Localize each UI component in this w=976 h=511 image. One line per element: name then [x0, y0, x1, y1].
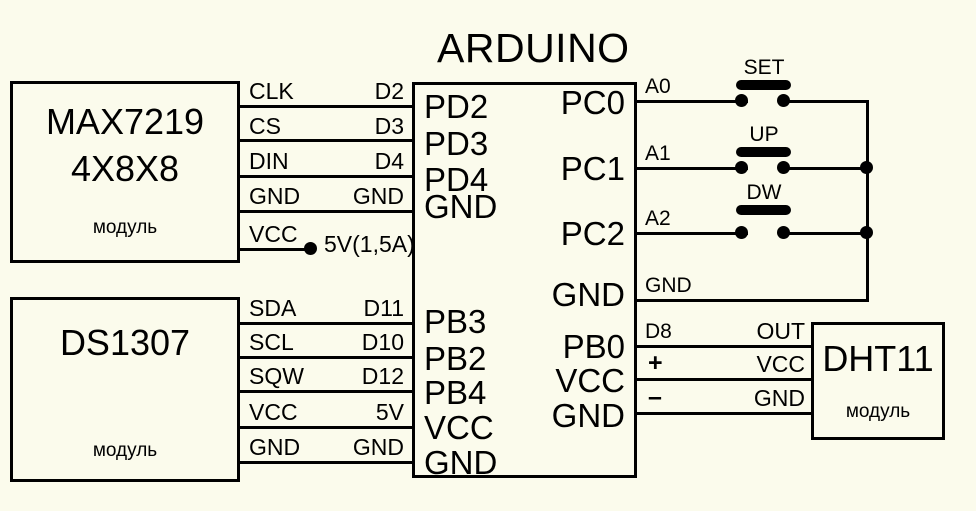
button-label-dw: DW	[746, 181, 782, 204]
junction-dot-a1-bus	[860, 161, 873, 174]
pin-label-max7219-cs: CS	[249, 113, 281, 139]
mcu-pin-pc1: PC1	[560, 150, 625, 187]
mcu-pin-pd2: PD2	[424, 88, 489, 125]
button-label-up: UP	[749, 123, 779, 146]
pin-label-max7219-clk: CLK	[249, 78, 294, 104]
pin-label-ds1307-vcc: VCC	[249, 399, 298, 425]
module-box-dht11	[811, 322, 945, 440]
button-up-terminal-left	[735, 161, 748, 174]
board-pin-gnd-buttons: GND	[645, 274, 692, 297]
board-pin-5v: 5V	[375, 399, 404, 425]
button-set-terminal-right	[777, 94, 790, 107]
button-dw-terminal-right	[777, 226, 790, 239]
mcu-pin-pd4: PD4	[424, 161, 489, 198]
wire-ds1307-vcc	[240, 426, 412, 429]
power-label-5v: 5V(1,5A)	[324, 231, 415, 257]
button-dw-terminal-left	[735, 226, 748, 239]
board-pin-gnd-top: GND	[352, 183, 404, 209]
board-pin-d8: D8	[645, 320, 672, 343]
mcu-pin-pb2: PB2	[424, 340, 487, 377]
pin-label-max7219-din: DIN	[249, 148, 289, 174]
board-pin-d10: D10	[361, 329, 404, 355]
dht11-subtitle: модуль	[845, 401, 911, 422]
pin-label-ds1307-scl: SCL	[249, 329, 294, 355]
module-box-ds1307	[10, 297, 240, 482]
junction-dot-5v	[304, 242, 317, 255]
button-set-terminal-left	[735, 94, 748, 107]
mcu-pin-pb4: PB4	[424, 374, 487, 411]
board-pin-a1: A1	[645, 142, 671, 165]
mcu-pin-vcc-left: VCC	[424, 409, 494, 446]
junction-dot-a2-bus	[860, 226, 873, 239]
wire-ds1307-gnd	[240, 461, 412, 464]
wire-gnd-common	[637, 299, 869, 302]
board-pin-d3: D3	[374, 113, 404, 139]
button-dw-contact-bar[interactable]	[736, 205, 791, 215]
wire-button-common-bus	[866, 100, 869, 302]
pin-label-max7219-vcc: VCC	[249, 221, 298, 247]
wire-a1-right	[783, 167, 869, 170]
mcu-pin-pb0: PB0	[562, 328, 625, 365]
wire-a2-left	[637, 232, 748, 235]
wire-max7219-cs	[240, 139, 412, 142]
module-box-max7219	[10, 81, 240, 263]
board-pin-d12: D12	[361, 363, 404, 389]
max7219-name: MAX7219	[45, 101, 205, 142]
wire-a0-right	[783, 100, 869, 103]
board-pin-d2: D2	[374, 78, 404, 104]
board-pin-a0: A0	[645, 75, 671, 98]
button-label-set: SET	[743, 56, 785, 79]
mcu-pin-vcc-right: VCC	[555, 362, 625, 399]
pin-label-max7219-gnd: GND	[249, 183, 301, 209]
board-pin-d4: D4	[374, 148, 404, 174]
arduino-title: ARDUINO	[437, 25, 630, 71]
wire-a1-left	[637, 167, 748, 170]
wire-a2-right	[783, 232, 869, 235]
wire-dht11-out	[637, 345, 811, 348]
dht11-name: DHT11	[822, 338, 934, 379]
mcu-pin-gnd-right-bottom: GND	[551, 397, 625, 434]
pin-label-ds1307-sqw: SQW	[249, 363, 304, 389]
mcu-pin-pd3: PD3	[424, 125, 489, 162]
mcu-pin-gnd-top: GND	[424, 188, 498, 225]
board-pin-plus: +	[648, 349, 663, 377]
ds1307-subtitle: модуль	[92, 440, 158, 461]
pin-label-ds1307-sda: SDA	[249, 295, 297, 321]
board-pin-gnd-bottom: GND	[352, 434, 404, 460]
button-up-terminal-right	[777, 161, 790, 174]
wire-a0-left	[637, 100, 748, 103]
button-up-contact-bar[interactable]	[736, 147, 791, 157]
wire-max7219-gnd	[240, 210, 412, 213]
wire-max7219-clk	[240, 105, 412, 108]
max7219-variant: 4X8X8	[70, 148, 180, 189]
mcu-pin-gnd-bottom-left: GND	[424, 444, 498, 481]
pin-label-dht11-out: OUT	[756, 318, 805, 344]
ds1307-name: DS1307	[59, 322, 191, 363]
pin-label-dht11-gnd: GND	[753, 385, 805, 411]
board-pin-a2: A2	[645, 207, 671, 230]
mcu-pin-pb3: PB3	[424, 303, 487, 340]
button-set-contact-bar[interactable]	[736, 80, 791, 90]
wire-dht11-vcc	[637, 378, 811, 381]
board-box-arduino	[412, 82, 637, 478]
max7219-subtitle: модуль	[92, 217, 158, 238]
wire-ds1307-sda	[240, 322, 412, 325]
wire-max7219-vcc	[240, 248, 312, 251]
wire-ds1307-sqw	[240, 390, 412, 393]
mcu-pin-pc2: PC2	[560, 215, 625, 252]
pin-label-dht11-vcc: VCC	[756, 351, 805, 377]
wire-ds1307-scl	[240, 356, 412, 359]
board-pin-minus: –	[648, 383, 662, 411]
wire-dht11-gnd	[637, 412, 811, 415]
mcu-pin-pc0: PC0	[560, 84, 625, 121]
wire-max7219-din	[240, 175, 412, 178]
mcu-pin-gnd-right-top: GND	[551, 276, 625, 313]
board-pin-d11: D11	[363, 295, 405, 321]
pin-label-ds1307-gnd: GND	[249, 434, 301, 460]
